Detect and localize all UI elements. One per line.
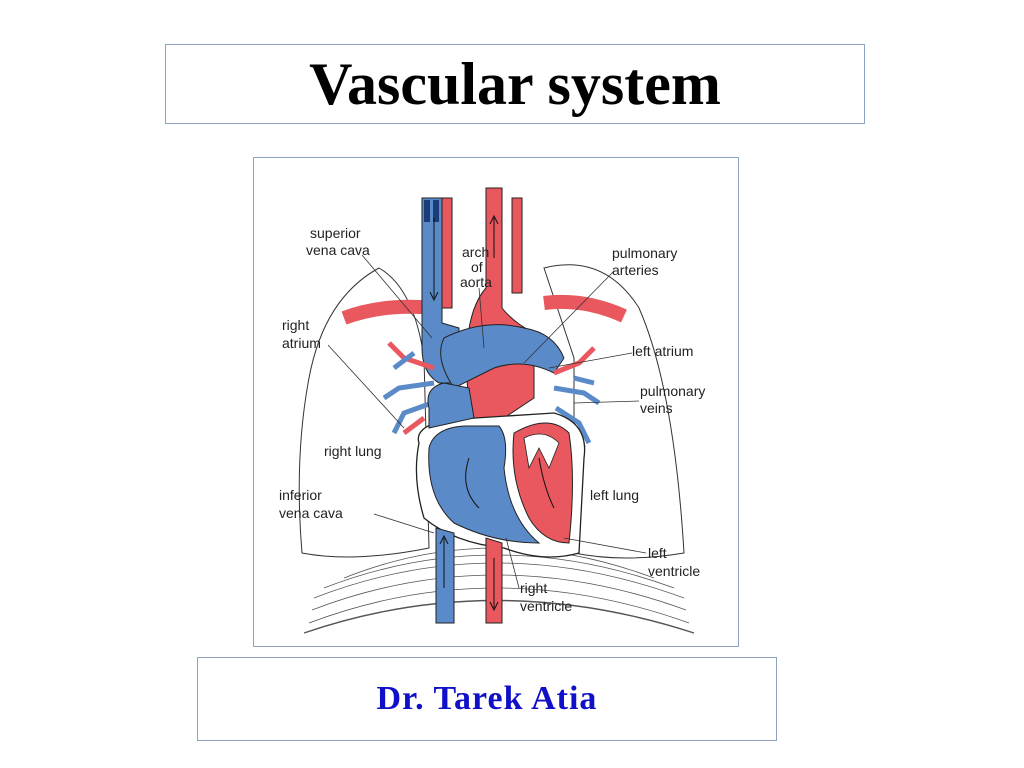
label-superior-vena-cava-1: superior: [310, 225, 361, 241]
author-box: Dr. Tarek Atia: [197, 657, 777, 741]
slide-title: Vascular system: [309, 50, 721, 117]
flow-arrows: [429, 214, 555, 612]
label-pulmonary-veins-2: veins: [640, 400, 673, 416]
pulmonary-artery-left: [543, 294, 627, 323]
label-right-ventricle-1: right: [520, 580, 547, 596]
label-right-ventricle-2: ventricle: [520, 598, 572, 614]
label-right-atrium-2: atrium: [282, 335, 321, 351]
label-right-atrium-1: right: [282, 317, 309, 333]
leader-lines: [327, 254, 647, 589]
label-inferior-vena-cava-2: vena cava: [279, 505, 343, 521]
label-arch-of-aorta-2: of: [471, 259, 483, 275]
label-left-lung: left lung: [590, 487, 639, 503]
label-left-ventricle-2: ventricle: [648, 563, 700, 579]
label-arch-of-aorta-3: aorta: [460, 274, 492, 290]
label-pulmonary-arteries-2: arteries: [612, 262, 659, 278]
label-superior-vena-cava-2: vena cava: [306, 242, 370, 258]
author-name: Dr. Tarek Atia: [376, 680, 598, 717]
right-lung-outline: [298, 267, 430, 558]
label-pulmonary-arteries-1: pulmonary: [612, 245, 677, 261]
aorta: [465, 187, 535, 419]
title-box: Vascular system: [165, 44, 865, 124]
inferior-vena-cava: [435, 527, 455, 624]
diagram-frame: superior vena cava arch of aorta pulmona…: [253, 157, 739, 647]
right-ventricle-shape: [428, 425, 541, 544]
right-pulmonary-branches: [382, 341, 435, 435]
label-arch-of-aorta-1: arch: [462, 244, 489, 260]
pulmonary-trunk: [440, 324, 565, 389]
label-left-atrium: left atrium: [632, 343, 693, 359]
diagram-labels: superior vena cava arch of aorta pulmona…: [279, 225, 705, 614]
heart-vascular-diagram: superior vena cava arch of aorta pulmona…: [279, 187, 705, 634]
right-atrium-shape: [427, 382, 475, 429]
label-pulmonary-veins-1: pulmonary: [640, 383, 705, 399]
label-right-lung: right lung: [324, 443, 382, 459]
label-left-ventricle-1: left: [648, 545, 667, 561]
label-inferior-vena-cava-1: inferior: [279, 487, 322, 503]
